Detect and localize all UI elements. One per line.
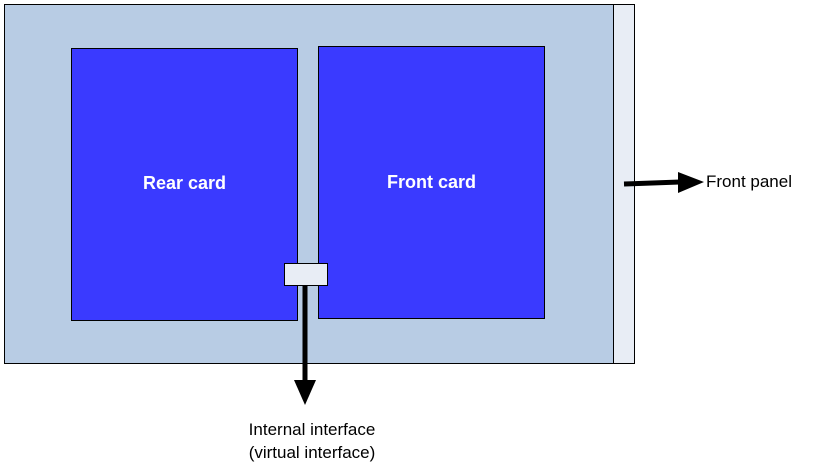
front-panel-label: Front panel	[706, 172, 792, 191]
internal-interface-label: Internal interface (virtual interface)	[200, 418, 424, 464]
front-card-label: Front card	[386, 172, 476, 192]
internal-interface-label-line1: Internal interface	[248, 420, 376, 439]
front-panel-arrow	[623, 172, 704, 193]
internal-interface-arrow	[294, 286, 316, 405]
internal-interface-connector	[284, 263, 328, 286]
front-card: Front card	[318, 46, 545, 319]
internal-interface-label-line2: (virtual interface)	[248, 443, 376, 462]
rear-card: Rear card	[71, 48, 298, 321]
rear-card-label: Rear card	[142, 173, 227, 193]
